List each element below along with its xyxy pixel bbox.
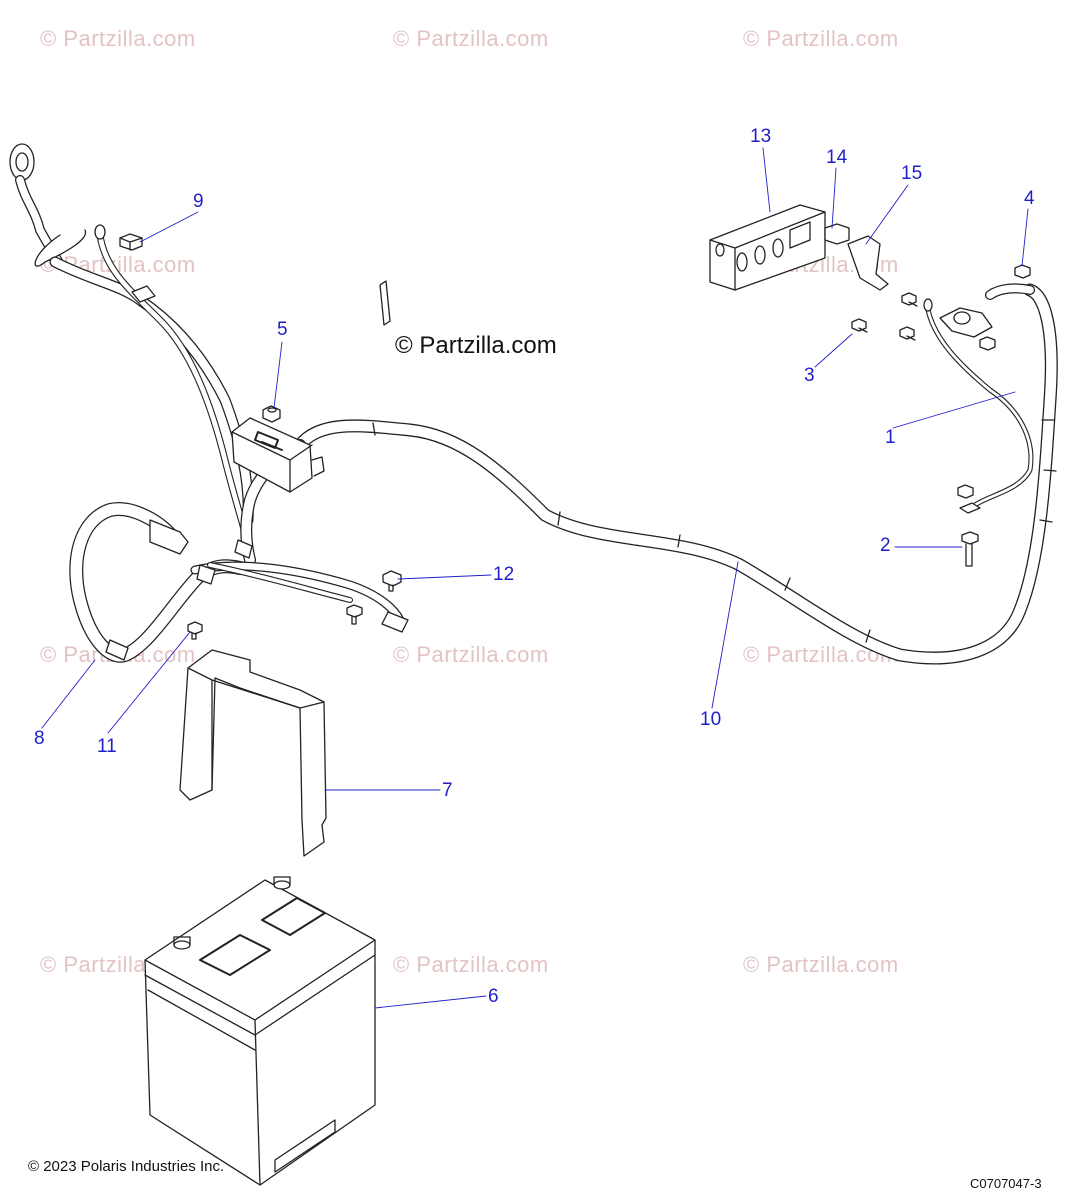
callout-5: 5 — [277, 319, 288, 340]
leader-lines — [41, 147, 1029, 1009]
bolt-9 — [119, 233, 143, 251]
callout-10: 10 — [700, 709, 722, 730]
callout-6: 6 — [488, 986, 499, 1007]
drawing-code: C0707047-3 — [970, 1176, 1042, 1191]
nut-1 — [957, 484, 974, 499]
callout-14: 14 — [826, 147, 848, 168]
nut-4b — [979, 336, 996, 351]
watermark: © Partzilla.com — [393, 642, 549, 667]
bus-bar — [709, 204, 826, 291]
callout-1: 1 — [885, 427, 896, 448]
bolt-3a — [901, 292, 918, 307]
callout-3: 3 — [804, 365, 815, 386]
terminal-right — [939, 307, 993, 338]
main-harness — [293, 283, 1058, 665]
terminal-cover — [847, 235, 889, 291]
cable-clamp — [190, 539, 409, 633]
callout-2: 2 — [880, 535, 891, 556]
bolt-lower — [346, 604, 363, 625]
ring-terminal — [9, 143, 86, 270]
ground-cable — [923, 298, 1034, 514]
watermark: © Partzilla.com — [743, 952, 899, 977]
nut-4 — [1014, 264, 1031, 279]
clip — [379, 280, 391, 326]
watermark: © Partzilla.com — [40, 26, 196, 51]
callout-4: 4 — [1024, 188, 1035, 209]
callout-13: 13 — [750, 126, 772, 147]
callout-8: 8 — [34, 728, 45, 749]
callout-7: 7 — [442, 780, 453, 801]
copyright-text: © 2023 Polaris Industries Inc. — [28, 1158, 225, 1175]
center-watermark: © Partzilla.com — [395, 332, 557, 359]
bolt-3b — [851, 318, 868, 333]
left-harness — [49, 224, 306, 566]
callout-11: 11 — [97, 736, 117, 757]
watermark: © Partzilla.com — [743, 26, 899, 51]
bolt-11 — [187, 621, 203, 640]
nut-5 — [262, 405, 281, 423]
battery-hold-down — [179, 649, 327, 857]
bolt-12 — [382, 570, 402, 592]
callout-12: 12 — [493, 564, 515, 585]
watermark: © Partzilla.com — [393, 952, 549, 977]
fuse — [824, 223, 850, 245]
stud-2 — [961, 531, 979, 567]
battery-cable-loop — [69, 502, 247, 663]
callout-9: 9 — [193, 191, 204, 212]
bolt-3c — [899, 326, 916, 341]
watermark: © Partzilla.com — [393, 26, 549, 51]
callout-15: 15 — [901, 163, 923, 184]
battery — [144, 876, 376, 1186]
relay-module — [231, 417, 325, 493]
